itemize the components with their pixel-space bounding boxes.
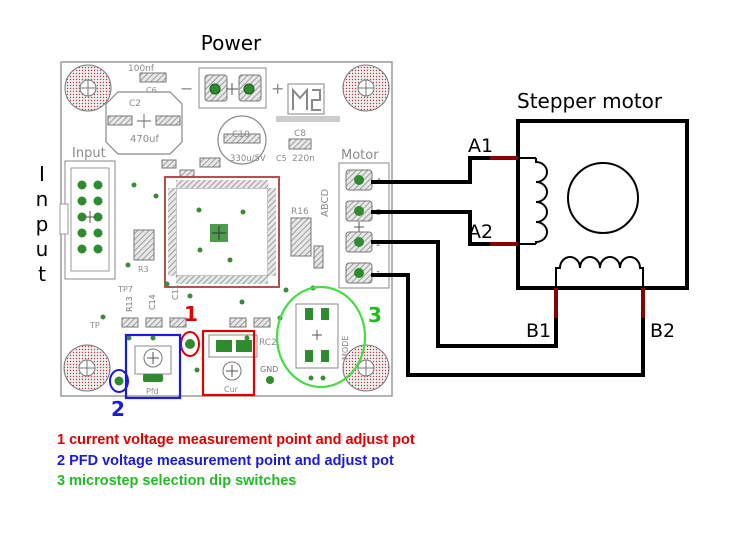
callout-2: 2: [109, 333, 182, 421]
smd-part: [199, 157, 221, 168]
callout-2-number: 2: [111, 397, 125, 421]
r13-ref: R13: [125, 296, 134, 312]
tp-label: TP: [89, 321, 100, 330]
gnd-test-point: [266, 376, 274, 384]
b1-label: B1: [526, 320, 551, 342]
tp7-label: TP7: [117, 285, 133, 294]
c2-ref: C2: [129, 99, 141, 109]
smd-part: [179, 169, 195, 178]
mounting-hole-bottom-right: [342, 344, 390, 392]
legend-item-microstep: 3 microstep selection dip switches: [57, 473, 297, 489]
b2-label: B2: [650, 320, 675, 342]
r16-resistor: [290, 217, 312, 257]
c6-capacitor: [139, 72, 167, 83]
mode-silk: MODE: [341, 336, 350, 360]
c2-value: 470uf: [130, 134, 159, 145]
smd-part: [161, 159, 177, 169]
callout-3-number: 3: [368, 303, 382, 327]
c8-capacitor: [288, 138, 312, 150]
c8-value: 220n: [292, 154, 315, 164]
input-letter: n: [36, 187, 49, 211]
motor-silk: Motor: [341, 148, 379, 163]
c10-value: 330u/5V: [230, 154, 266, 164]
lower-resistor-row: [121, 317, 271, 328]
gnd-label: GND: [260, 365, 278, 374]
input-letter: p: [36, 212, 49, 236]
callout-1-box: [201, 329, 256, 397]
callout-1: 1: [180, 302, 256, 397]
r16-ref: R16: [291, 207, 309, 217]
wire-a2: [371, 210, 518, 246]
stepper-motor-label: Stepper motor: [517, 89, 663, 113]
r3-ref: R3: [138, 265, 149, 274]
callout-2-circle: [109, 369, 129, 393]
motor-rotor: [567, 162, 639, 234]
r3-resistor: [133, 229, 155, 261]
a1-label: A1: [468, 135, 493, 157]
mounting-hole-bottom-left: [63, 344, 111, 392]
input-side-label: I n p u t: [36, 162, 49, 286]
input-silk: Input: [72, 146, 106, 161]
power-minus: −: [180, 79, 193, 98]
callout-3-ellipse: [275, 285, 367, 389]
pfd-pot: [134, 345, 172, 382]
c10-ref: C10: [232, 130, 250, 140]
c11-ref: C11: [171, 284, 180, 300]
power-terminal: [198, 67, 267, 109]
stepper-motor: [490, 119, 689, 318]
input-letter: u: [36, 237, 49, 261]
wire-b2: [371, 273, 645, 377]
rc2-label: RC2: [259, 338, 277, 348]
smd-part: [313, 245, 324, 269]
mounting-hole-top-left: [64, 64, 112, 112]
maker-logo: [276, 83, 340, 122]
callout-1-number: 1: [184, 302, 198, 326]
driver-ic: [164, 176, 280, 288]
current-test-point: [185, 339, 195, 349]
coil-b: [555, 256, 644, 288]
c6-ref: C6: [146, 86, 157, 95]
c10-capacitor: [217, 115, 267, 165]
mounting-hole-top-right: [342, 64, 390, 112]
current-pot: [208, 334, 258, 381]
abcd-silk: ABCD: [320, 188, 331, 217]
wire-b1: [371, 240, 558, 348]
c14-ref: C14: [148, 294, 157, 310]
c2-capacitor: [105, 91, 183, 155]
legend-item-pfd: 2 PFD voltage measurement point and adju…: [57, 453, 394, 469]
callout-3: 3: [275, 285, 382, 389]
c6-value: 100nf: [128, 64, 155, 74]
input-letter: t: [38, 262, 46, 286]
pcb-board: 100nf C6 C2 470uf − +: [59, 61, 393, 397]
power-plus: +: [271, 79, 284, 98]
input-header: [59, 160, 116, 280]
pfd-silk: Pfd: [146, 387, 159, 396]
wire-a1: [371, 156, 518, 184]
c5-ref: C5: [276, 154, 287, 163]
pfd-test-point: [114, 376, 124, 386]
callout-2-box: [124, 333, 182, 400]
a2-label: A2: [468, 221, 493, 243]
legend-item-current: 1 current voltage measurement point and …: [57, 432, 415, 448]
input-header-pins: [77, 180, 103, 254]
cur-silk: Cur: [224, 385, 239, 394]
power-label: Power: [201, 31, 262, 55]
input-letter: I: [39, 162, 45, 186]
mode-dip-switch: [295, 303, 339, 369]
coil-a: [535, 158, 548, 244]
c8-ref: C8: [294, 129, 306, 139]
